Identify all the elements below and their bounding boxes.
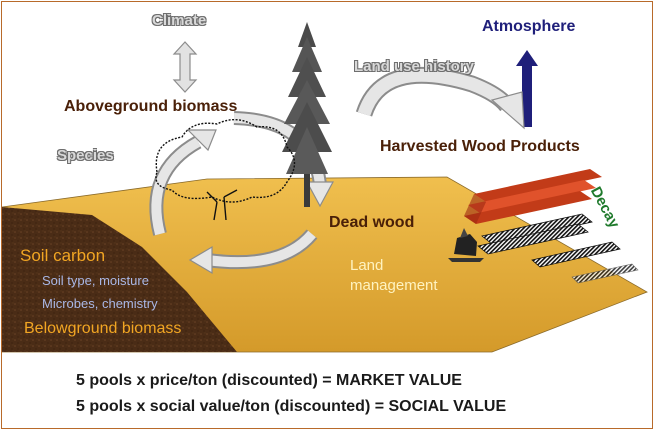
soil-carbon-label: Soil carbon — [20, 246, 105, 266]
climate-label: Climate — [152, 12, 206, 29]
atmosphere-label: Atmosphere — [482, 18, 575, 36]
land-use-history-label: Land use history — [354, 58, 474, 75]
dead-wood-label: Dead wood — [329, 214, 414, 232]
climate-double-arrow — [174, 42, 196, 92]
aboveground-biomass-label: Aboveground biomass — [64, 98, 237, 116]
market-value-equation: 5 pools x price/ton (discounted) = MARKE… — [76, 372, 462, 390]
species-label: Species — [57, 147, 114, 164]
land-use-history-arrow — [364, 75, 524, 128]
social-value-equation: 5 pools x social value/ton (discounted) … — [76, 398, 506, 416]
land-management-label: Land management — [350, 256, 438, 296]
soil-type-moisture-label: Soil type, moisture — [42, 273, 149, 288]
belowground-biomass-label: Belowground biomass — [24, 320, 181, 338]
harvested-wood-products-label: Harvested Wood Products — [380, 138, 580, 156]
microbes-chemistry-label: Microbes, chemistry — [42, 296, 158, 311]
